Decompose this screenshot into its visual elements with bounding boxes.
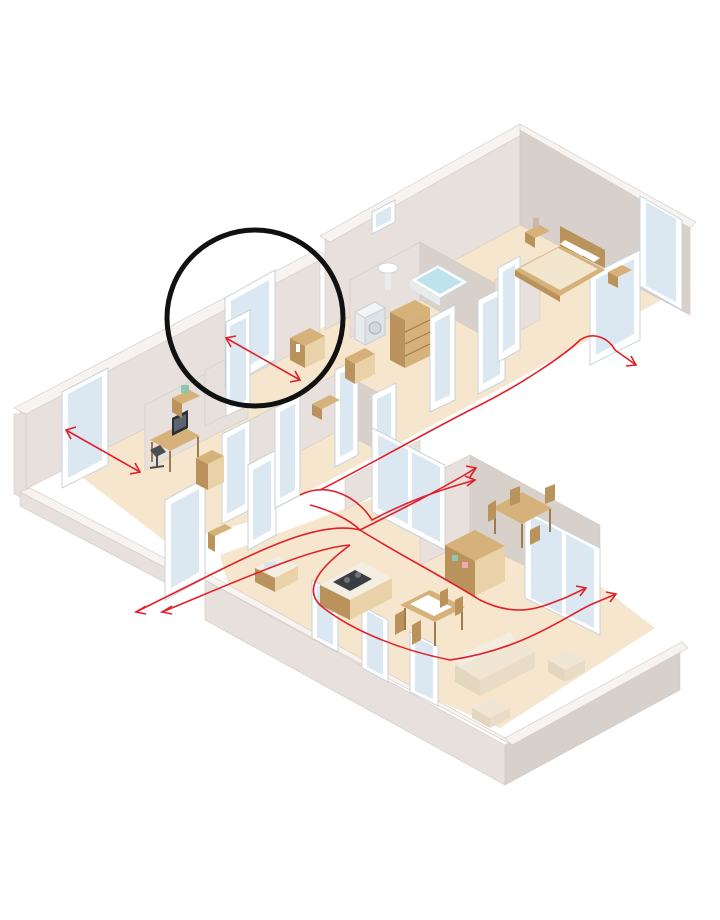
airflow-arrow-hall-2 [299, 479, 476, 522]
door-bath [429, 304, 456, 413]
office-shelf [172, 385, 200, 418]
drawer-cabinet [196, 450, 224, 490]
stove-island [320, 562, 392, 620]
door-bedroom-front [589, 249, 641, 366]
desk [150, 425, 200, 472]
double-bed [515, 226, 605, 302]
wall-right-lower-top [504, 641, 689, 746]
sink-cabinet [312, 395, 340, 420]
airflow-arrow-hall-1 [309, 467, 477, 531]
airflow-arrow-office [65, 429, 141, 473]
washbasin [377, 262, 399, 290]
armchair [548, 650, 585, 682]
door-living-front [409, 631, 439, 707]
sideboard [445, 530, 505, 596]
dining-chair [488, 484, 555, 545]
furniture [149, 218, 632, 728]
door-balcony-left [61, 367, 109, 489]
monitor [172, 410, 188, 436]
nightstand [525, 218, 550, 248]
dresser [345, 348, 375, 384]
door-hall-a [247, 449, 277, 551]
door-kitchen-front-2 [361, 605, 389, 683]
airflow-arrow-living-2 [312, 544, 617, 661]
washing-machine [353, 301, 387, 346]
wall-bedroom-right-top [519, 123, 697, 229]
office-chair [149, 445, 166, 469]
airflow-arrow-kitchen-left-2 [161, 544, 351, 613]
hall-cabinet [208, 524, 232, 552]
bath-shelf [390, 300, 431, 368]
door-kitchen-left [164, 477, 206, 601]
sofa [455, 632, 535, 696]
bathtub [408, 264, 470, 306]
airflow-arrows [64, 335, 638, 661]
arrow-heads [64, 335, 638, 615]
airflow-arrow-living-1 [359, 529, 587, 611]
door-office [221, 419, 251, 525]
airflow-arrow-bedroom [319, 335, 637, 491]
highlight-ring [164, 227, 346, 409]
nightstand-2 [608, 265, 632, 288]
doors [61, 195, 683, 707]
kitchen-chairs [395, 588, 463, 645]
door-bedroom-2 [497, 255, 521, 363]
armchair-2 [472, 698, 510, 728]
airflow-arrow-kitchen-left-1 [135, 527, 361, 613]
door-hall-b [274, 394, 301, 509]
window-top [371, 199, 396, 235]
wall-left-end [13, 413, 27, 501]
airflow-arrow-closet [225, 337, 301, 381]
door-bedroom-balcony [639, 195, 683, 311]
closet-cabinet [290, 328, 325, 368]
door-hall-c [334, 357, 359, 468]
door-hall-double [371, 427, 446, 551]
